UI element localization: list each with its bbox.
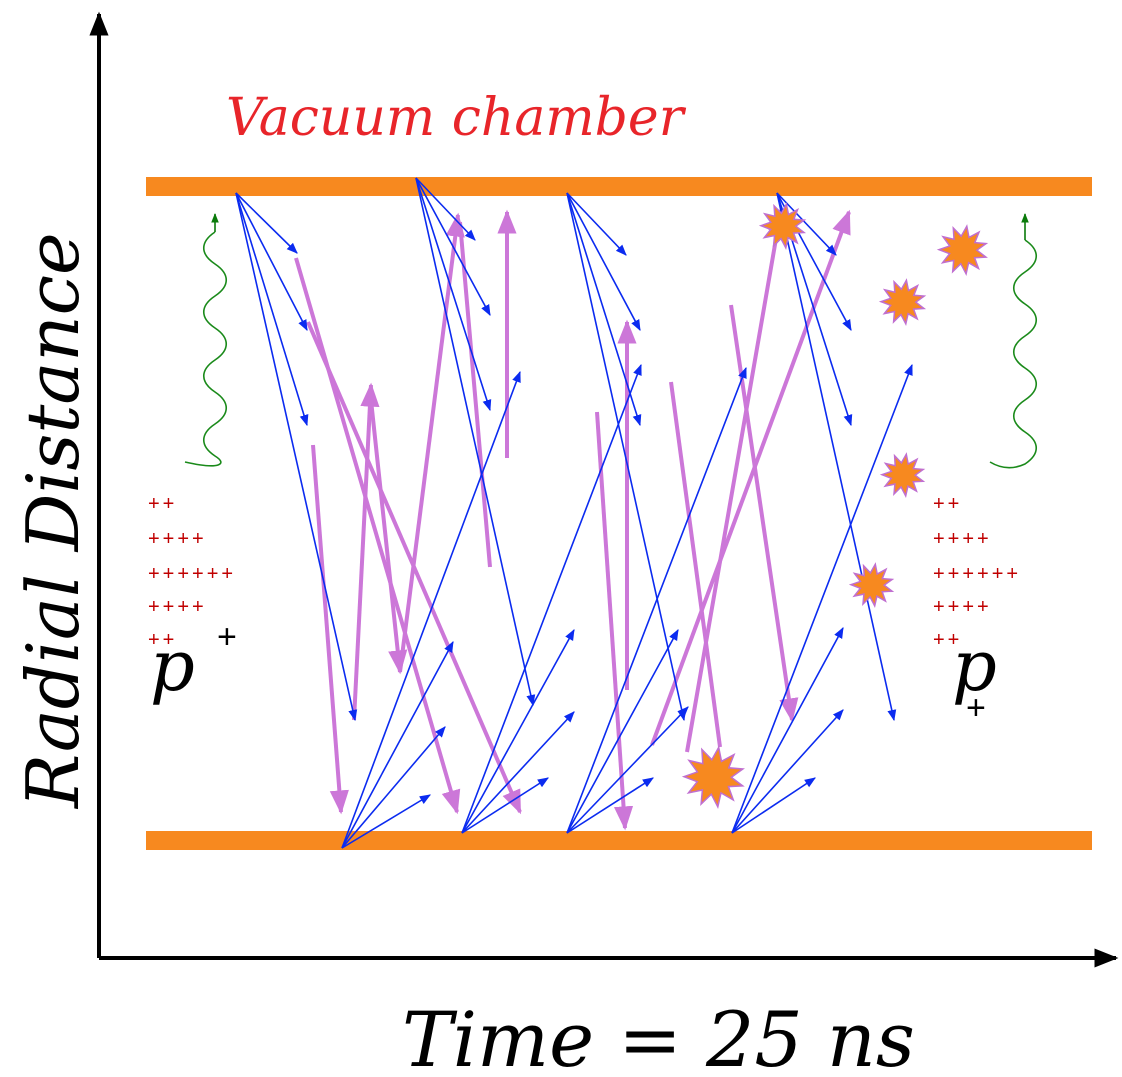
- secondary-trajectory: [685, 207, 787, 753]
- photoelectron-trajectory: [235, 192, 309, 427]
- photoelectron-trajectory: [566, 192, 641, 331]
- electron-trajectory: [341, 726, 446, 849]
- bunch-charge-row: ++: [148, 629, 177, 651]
- electron-trajectory: [566, 629, 679, 834]
- x-axis-label: Time = 25 ns: [402, 995, 915, 1077]
- electron-trajectory: [731, 709, 844, 834]
- electron-trajectory: [731, 777, 816, 834]
- proton-charge-sign: +: [217, 618, 237, 656]
- bunch-charge-row: ++++: [148, 528, 207, 550]
- synchrotron-photons: [184, 213, 1038, 469]
- bottom-wall-electron-trajectories: [341, 363, 913, 849]
- photoelectron-trajectory: [415, 177, 536, 707]
- multipacting-bursts: [681, 202, 989, 809]
- bunch-charge-row: ++++: [933, 596, 992, 618]
- electron-trajectory: [566, 777, 654, 834]
- electron-trajectory: [731, 627, 844, 834]
- photoelectron-trajectory: [566, 192, 627, 256]
- electron-trajectory: [341, 641, 454, 849]
- photoelectron-trajectory: [415, 177, 476, 241]
- proton-bunch-right: ++ ++++ ++++++ ++++ ++ p +: [933, 493, 1021, 727]
- bunch-charge-row: ++++: [933, 528, 992, 550]
- chamber-wall-top: [146, 177, 1092, 196]
- electron-trajectory: [461, 363, 642, 834]
- burst-icon: [758, 202, 807, 250]
- burst-icon: [936, 224, 989, 276]
- secondary-trajectory: [458, 221, 492, 568]
- secondary-trajectory: [650, 209, 851, 746]
- secondary-trajectory: [595, 411, 634, 831]
- bunch-charge-row: ++++++: [933, 563, 1021, 585]
- photon-wave-right: [989, 239, 1038, 469]
- proton-label: p: [150, 625, 195, 707]
- photoelectron-trajectory: [235, 192, 298, 254]
- electron-trajectory: [461, 711, 575, 834]
- photoelectron-trajectory: [566, 192, 642, 427]
- proton-bunch-left: ++ ++++ ++++++ ++++ ++ p +: [148, 493, 237, 707]
- secondary-trajectory: [352, 382, 380, 721]
- bunch-charge-row: ++++: [148, 596, 207, 618]
- photoelectron-trajectory: [415, 177, 491, 316]
- secondary-trajectory: [729, 304, 799, 723]
- bunch-charge-row: ++++++: [148, 563, 236, 585]
- burst-icon: [848, 562, 895, 608]
- electron-trajectory: [731, 363, 913, 834]
- electron-trajectory: [461, 629, 575, 834]
- secondary-trajectory: [311, 444, 349, 815]
- burst-icon: [879, 452, 926, 498]
- photon-wave-left: [184, 231, 228, 467]
- photoelectron-trajectory: [235, 192, 358, 722]
- electron-trajectory: [341, 370, 521, 849]
- proton-label: p: [952, 625, 997, 707]
- bunch-charge-row: ++: [933, 493, 962, 515]
- axes: [89, 11, 1119, 968]
- electron-trajectory: [566, 706, 689, 834]
- photoelectron-trajectories: [235, 177, 897, 722]
- secondary-trajectory: [398, 212, 465, 673]
- photoelectron-trajectory: [235, 192, 308, 331]
- secondary-electron-trajectories: [294, 207, 851, 831]
- electron-trajectory: [461, 777, 549, 834]
- electron-trajectory: [341, 794, 431, 849]
- proton-charge-sign: +: [966, 689, 986, 727]
- diagram-title: Vacuum chamber: [226, 88, 687, 148]
- electron-trajectory: [566, 366, 747, 834]
- burst-icon: [681, 745, 745, 809]
- bunch-charge-row: ++: [148, 493, 177, 515]
- photoelectron-trajectory: [566, 192, 687, 722]
- burst-icon: [878, 278, 927, 326]
- photoelectron-trajectory: [776, 192, 897, 722]
- secondary-trajectory: [669, 381, 722, 748]
- secondary-trajectory: [294, 257, 461, 815]
- y-axis-label: Radial Distance: [11, 232, 95, 810]
- photoelectron-trajectory: [415, 177, 492, 412]
- chamber-wall-bottom: [146, 831, 1092, 850]
- bunch-charge-row: ++: [933, 629, 962, 651]
- secondary-trajectory: [369, 399, 408, 675]
